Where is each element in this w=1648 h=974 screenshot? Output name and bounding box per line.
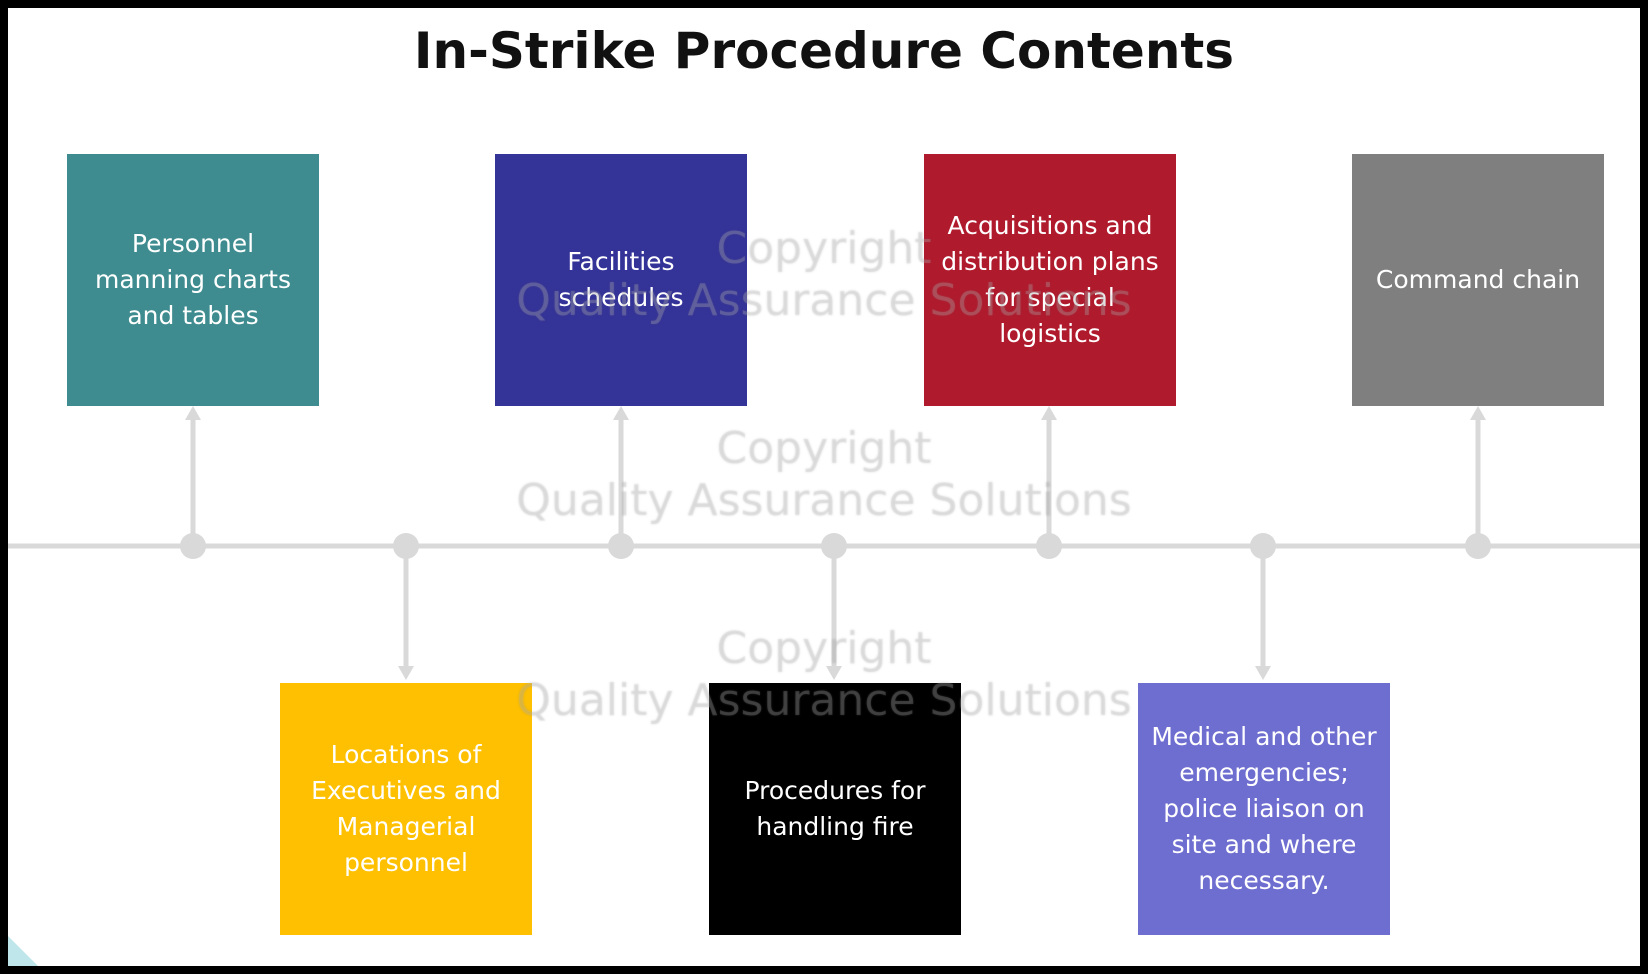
box-fire: Procedures for handling fire: [709, 683, 961, 935]
connector-command: [1465, 406, 1491, 559]
slide-title: In-Strike Procedure Contents: [413, 22, 1235, 80]
box-locations: Locations of Executives and Managerial p…: [280, 683, 532, 935]
box-facilities: Facilities schedules: [495, 154, 747, 406]
timeline: [8, 406, 1640, 680]
box-facilities-label: Facilities schedules: [558, 247, 684, 312]
connector-fire: [821, 533, 847, 680]
connector-personnel: [180, 406, 206, 559]
timeline-node: [821, 533, 847, 559]
box-medical-label: Medical and other emergencies; police li…: [1151, 722, 1377, 895]
timeline-node: [393, 533, 419, 559]
timeline-node: [1465, 533, 1491, 559]
connector-facilities: [608, 406, 634, 559]
box-medical: Medical and other emergencies; police li…: [1138, 683, 1390, 935]
box-fire-label: Procedures for handling fire: [744, 776, 926, 841]
box-acquisitions: Acquisitions and distribution plans for …: [924, 154, 1176, 406]
connector-medical: [1250, 533, 1276, 680]
timeline-node: [1036, 533, 1062, 559]
box-personnel-label: Personnel manning charts and tables: [95, 229, 291, 330]
box-command-label: Command chain: [1375, 265, 1581, 294]
timeline-node: [608, 533, 634, 559]
slide: In-Strike Procedure Contents: [8, 8, 1640, 966]
timeline-node: [180, 533, 206, 559]
box-personnel: Personnel manning charts and tables: [67, 154, 319, 406]
timeline-node: [1250, 533, 1276, 559]
box-locations-label: Locations of Executives and Managerial p…: [311, 740, 501, 877]
connector-acquisitions: [1036, 406, 1062, 559]
box-command: Command chain: [1352, 154, 1604, 406]
connector-locations: [393, 533, 419, 680]
corner-accent: [8, 936, 38, 966]
box-acquisitions-label: Acquisitions and distribution plans for …: [941, 211, 1159, 348]
